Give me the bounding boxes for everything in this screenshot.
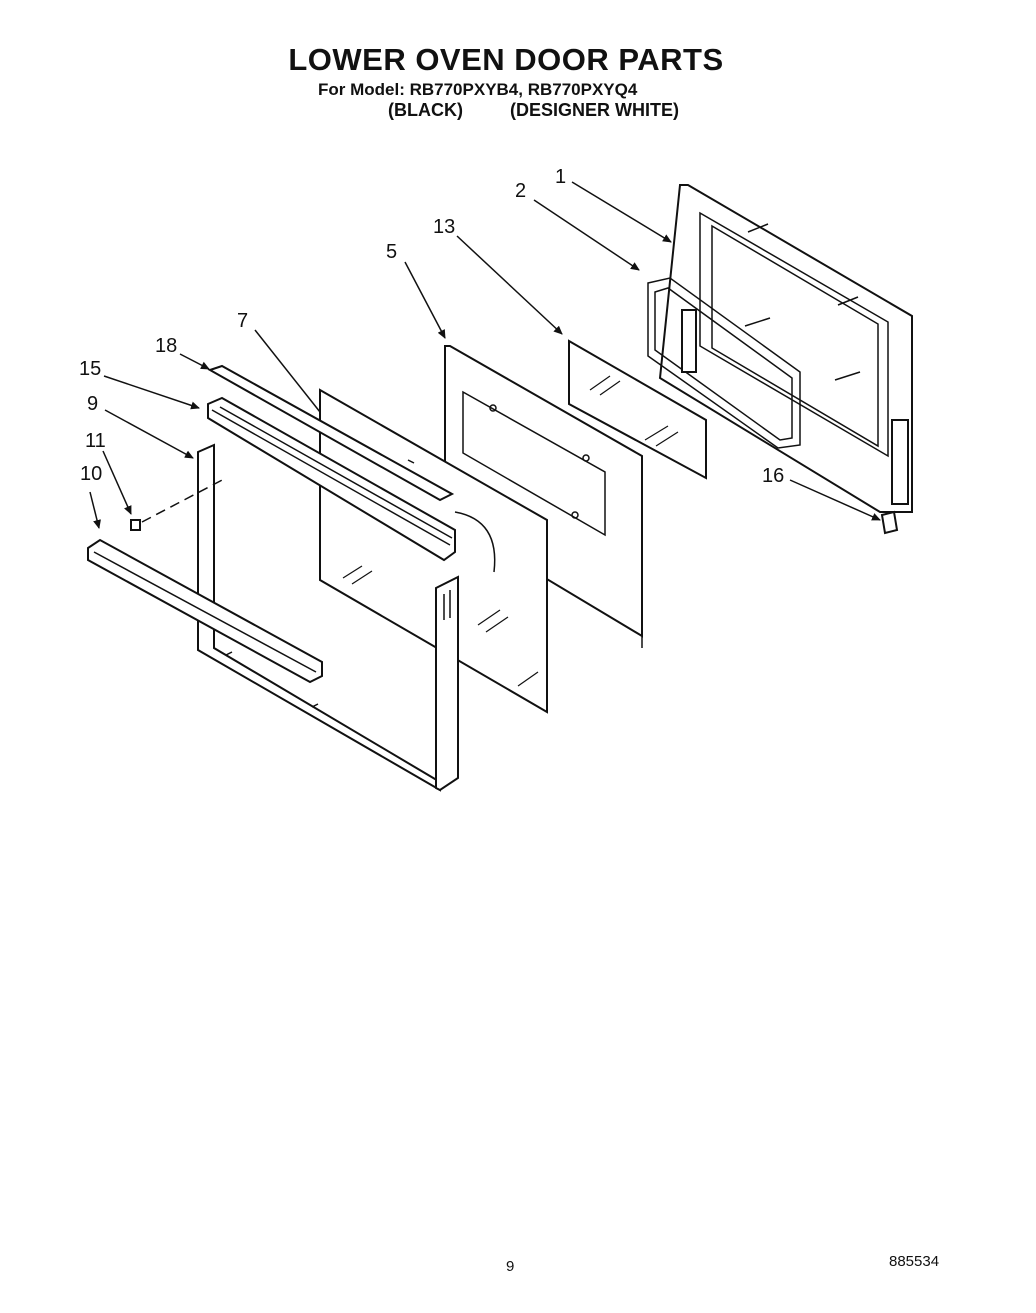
callout-9: 9 [87,393,98,415]
document-number: 885534 [889,1253,940,1270]
model-line: For Model: RB770PXYB4, RB770PXYQ4 [318,80,638,99]
part-handle [87,538,323,684]
callout-18: 18 [155,335,177,357]
callout-15: 15 [79,358,101,380]
variant-white: (DESIGNER WHITE) [510,100,679,120]
page-number: 9 [506,1258,515,1275]
callout-10: 10 [80,463,102,485]
part-outer-door-frame [197,443,459,792]
callout-11: 11 [85,430,106,452]
callout-13: 13 [433,216,455,238]
part-inner-door-panel [658,184,913,513]
part-screw [130,477,227,531]
part-top-spacer [207,364,455,502]
leader-lines [89,181,881,529]
part-door-trim [207,396,456,562]
part-door-liner [444,345,643,648]
callout-1: 1 [555,166,566,188]
page-title: LOWER OVEN DOOR PARTS [288,42,724,77]
callout-2: 2 [515,180,526,202]
callout-16: 16 [762,465,784,487]
part-wire-rack [647,277,801,449]
part-door-bracket [880,510,899,535]
callout-7: 7 [237,310,248,332]
callout-5: 5 [386,241,397,263]
variant-black: (BLACK) [388,100,463,120]
part-inner-glass [568,339,707,480]
